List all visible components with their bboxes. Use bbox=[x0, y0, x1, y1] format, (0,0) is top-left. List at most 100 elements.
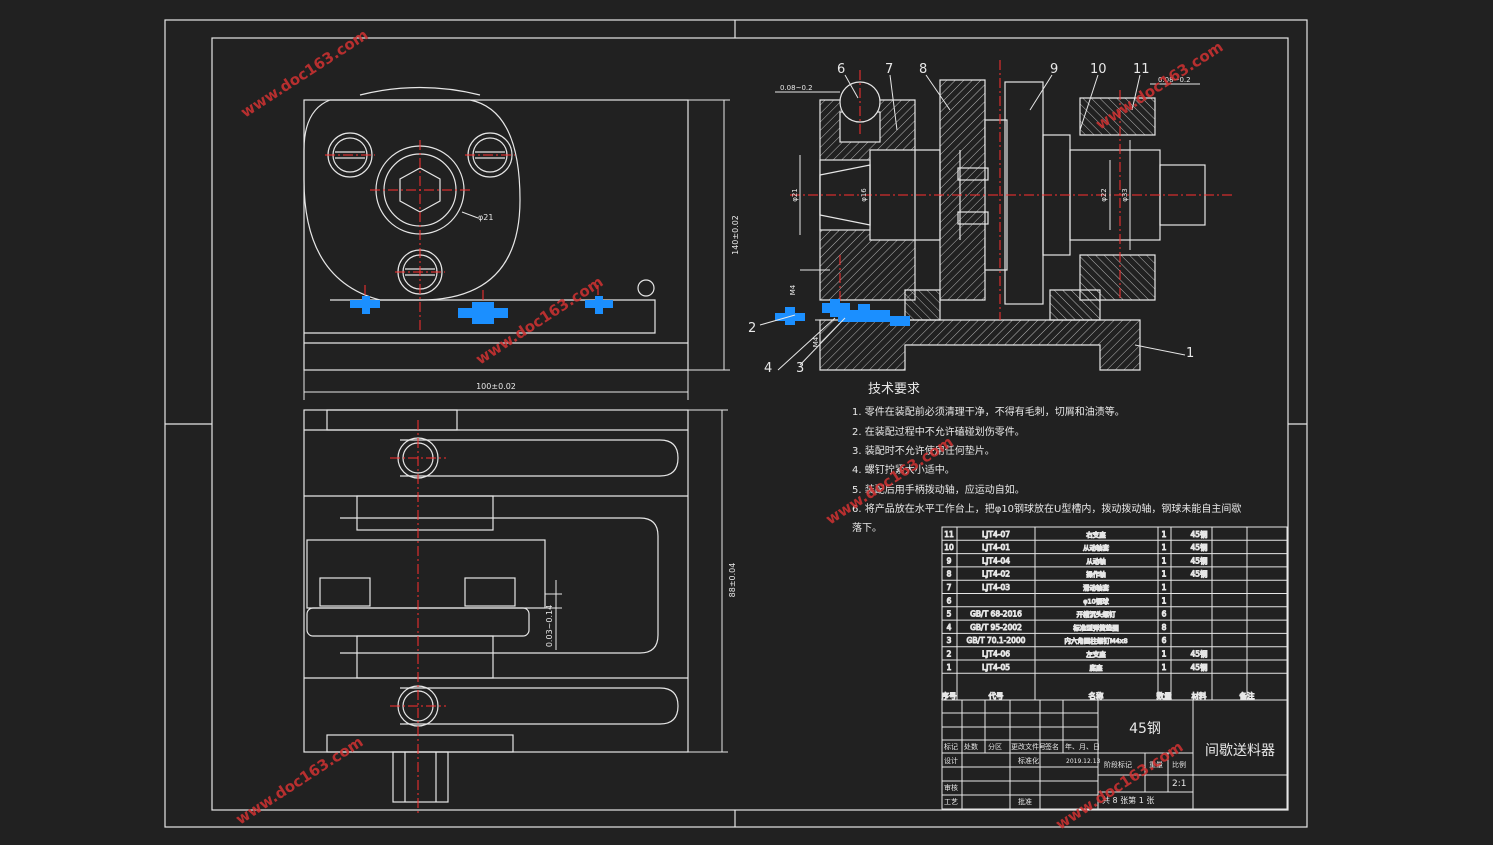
bom-cell: 6 bbox=[947, 596, 952, 605]
material-label: 45钢 bbox=[1129, 721, 1161, 737]
label-4: 4 bbox=[764, 361, 772, 376]
scale-value: 2:1 bbox=[1172, 779, 1186, 789]
section-dim-d2: φ16 bbox=[860, 188, 868, 202]
section-dim-left: 0.08~0.2 bbox=[780, 84, 813, 92]
bom-cell: 1 bbox=[1162, 650, 1167, 659]
section-blue-fasteners bbox=[775, 299, 910, 326]
top-view-dims bbox=[303, 99, 730, 400]
zone-label: 分区 bbox=[988, 742, 1002, 751]
bom-cell: 2 bbox=[947, 650, 952, 659]
bom-cell: 底座 bbox=[1090, 663, 1104, 672]
section-leaders bbox=[759, 74, 1200, 371]
std-label: 标准化 bbox=[1018, 756, 1039, 765]
bom-cell: 8 bbox=[1162, 623, 1167, 632]
weight-label: 重量 bbox=[1149, 761, 1163, 769]
bom-cell: 6 bbox=[1162, 636, 1167, 645]
bom-cell: 7 bbox=[947, 583, 952, 592]
bom-cell: 45钢 bbox=[1190, 529, 1207, 539]
bom-cell: GB/T 68-2016 bbox=[970, 610, 1022, 619]
bom-cell: 6 bbox=[1162, 610, 1167, 619]
bom-header-cell: 材料 bbox=[1192, 691, 1208, 701]
stage-label: 阶段标记 bbox=[1104, 760, 1132, 769]
front-dim-gap: 0.03~0.14 bbox=[545, 605, 554, 647]
bom-header-cell: 名称 bbox=[1089, 691, 1105, 701]
bom-cell: LJT4-01 bbox=[982, 543, 1010, 552]
bom-cell: LJT4-05 bbox=[982, 663, 1010, 672]
bom-header-cell: 数量 bbox=[1157, 691, 1173, 701]
title-block-text: 45钢 间歇送料器 标记 处数 分区 更改文件号 签名 年、月、日 设计 标准化… bbox=[944, 721, 1275, 806]
section-view bbox=[819, 79, 1206, 371]
requirement-4: 4. 螺钉拧紧大小适中。 bbox=[852, 463, 955, 476]
process-label: 工艺 bbox=[944, 798, 958, 806]
label-1: 1 bbox=[1186, 346, 1194, 361]
bom-cell: GB/T 95-2002 bbox=[970, 623, 1022, 632]
design-label: 设计 bbox=[944, 756, 958, 765]
bom-cell: LJT4-03 bbox=[982, 583, 1010, 592]
bom-cell: 45钢 bbox=[1190, 662, 1207, 672]
requirement-5: 5. 装配后用手柄拨动轴，应运动自如。 bbox=[852, 483, 1025, 496]
watermark-text: www.doc163.com bbox=[1052, 738, 1186, 834]
technical-requirements: 技术要求 1. 零件在装配前必须清理干净，不得有毛刺，切屑和油渍等。 2. 在装… bbox=[852, 382, 1241, 534]
bom-cell: 4 bbox=[947, 623, 952, 632]
label-7: 7 bbox=[885, 62, 893, 77]
top-dim-hole: φ21 bbox=[478, 213, 493, 222]
requirement-6-cont: 落下。 bbox=[852, 522, 882, 534]
approve-label: 批准 bbox=[1018, 797, 1032, 806]
change-doc-label: 更改文件号 bbox=[1011, 742, 1046, 751]
title-block bbox=[941, 699, 1288, 810]
bom-cell: 8 bbox=[947, 570, 952, 579]
drawing-name: 间歇送料器 bbox=[1205, 743, 1275, 759]
watermark-text: www.doc163.com bbox=[1092, 38, 1226, 134]
bom-cell: 右支座 bbox=[1086, 530, 1106, 539]
bom-cell: 1 bbox=[1162, 570, 1167, 579]
bom-cell: LJT4-04 bbox=[982, 556, 1010, 565]
top-view bbox=[303, 86, 689, 371]
sheet-count: 共 8 张第 1 张 bbox=[1102, 795, 1154, 805]
section-centerlines bbox=[790, 60, 1235, 320]
date-value: 2019.12.13 bbox=[1066, 758, 1101, 765]
date-label: 年、月、日 bbox=[1065, 742, 1100, 751]
top-view-blue-fasteners bbox=[350, 296, 613, 324]
section-dim-d1: φ21 bbox=[791, 188, 799, 202]
label-8: 8 bbox=[919, 62, 927, 77]
bom-cell: 滑动轴套 bbox=[1083, 583, 1110, 592]
requirement-2: 2. 在装配过程中不允许磕碰划伤零件。 bbox=[852, 425, 1025, 438]
requirement-6: 6. 将产品放在水平工作台上，把φ10钢球放在U型槽内，拨动拨动轴，钢球未能自主… bbox=[852, 502, 1241, 515]
requirement-1: 1. 零件在装配前必须清理干净，不得有毛刺，切屑和油渍等。 bbox=[852, 405, 1125, 418]
section-dim-d3: φ22 bbox=[1100, 188, 1108, 202]
bom-cell: 标准型弹簧垫圈 bbox=[1073, 623, 1119, 632]
bom-cell: 1 bbox=[1162, 663, 1167, 672]
drawing-frame bbox=[164, 19, 1308, 828]
bom-header-cell: 代号 bbox=[989, 691, 1004, 701]
bom-cell: 1 bbox=[1162, 596, 1167, 605]
bom-cell: 从动轴 bbox=[1086, 556, 1106, 565]
top-dim-vertical: 140±0.02 bbox=[731, 215, 740, 255]
front-dim-vertical: 88±0.04 bbox=[728, 563, 737, 598]
label-3: 3 bbox=[796, 361, 804, 376]
bom-cell: 45钢 bbox=[1190, 555, 1207, 565]
bom-cell: 3 bbox=[947, 636, 952, 645]
label-11: 11 bbox=[1133, 62, 1150, 77]
front-view bbox=[303, 409, 689, 803]
bom-cell: 内六角圆柱螺钉M4x8 bbox=[1064, 636, 1127, 645]
mark-label: 标记 bbox=[944, 742, 958, 751]
bom-cell: 45钢 bbox=[1190, 569, 1207, 579]
bom-header-cell: 序号 bbox=[942, 691, 957, 701]
label-2: 2 bbox=[748, 321, 756, 336]
label-9: 9 bbox=[1050, 62, 1058, 77]
scale-label: 比例 bbox=[1172, 760, 1186, 769]
bom-row: 4 GB/T 95-2002 标准型弹簧垫圈 8 bbox=[946, 622, 1167, 632]
sign-label: 签名 bbox=[1045, 742, 1059, 751]
bom-cell: 45钢 bbox=[1190, 542, 1207, 552]
bom-cell: 开槽沉头螺钉 bbox=[1077, 610, 1117, 619]
